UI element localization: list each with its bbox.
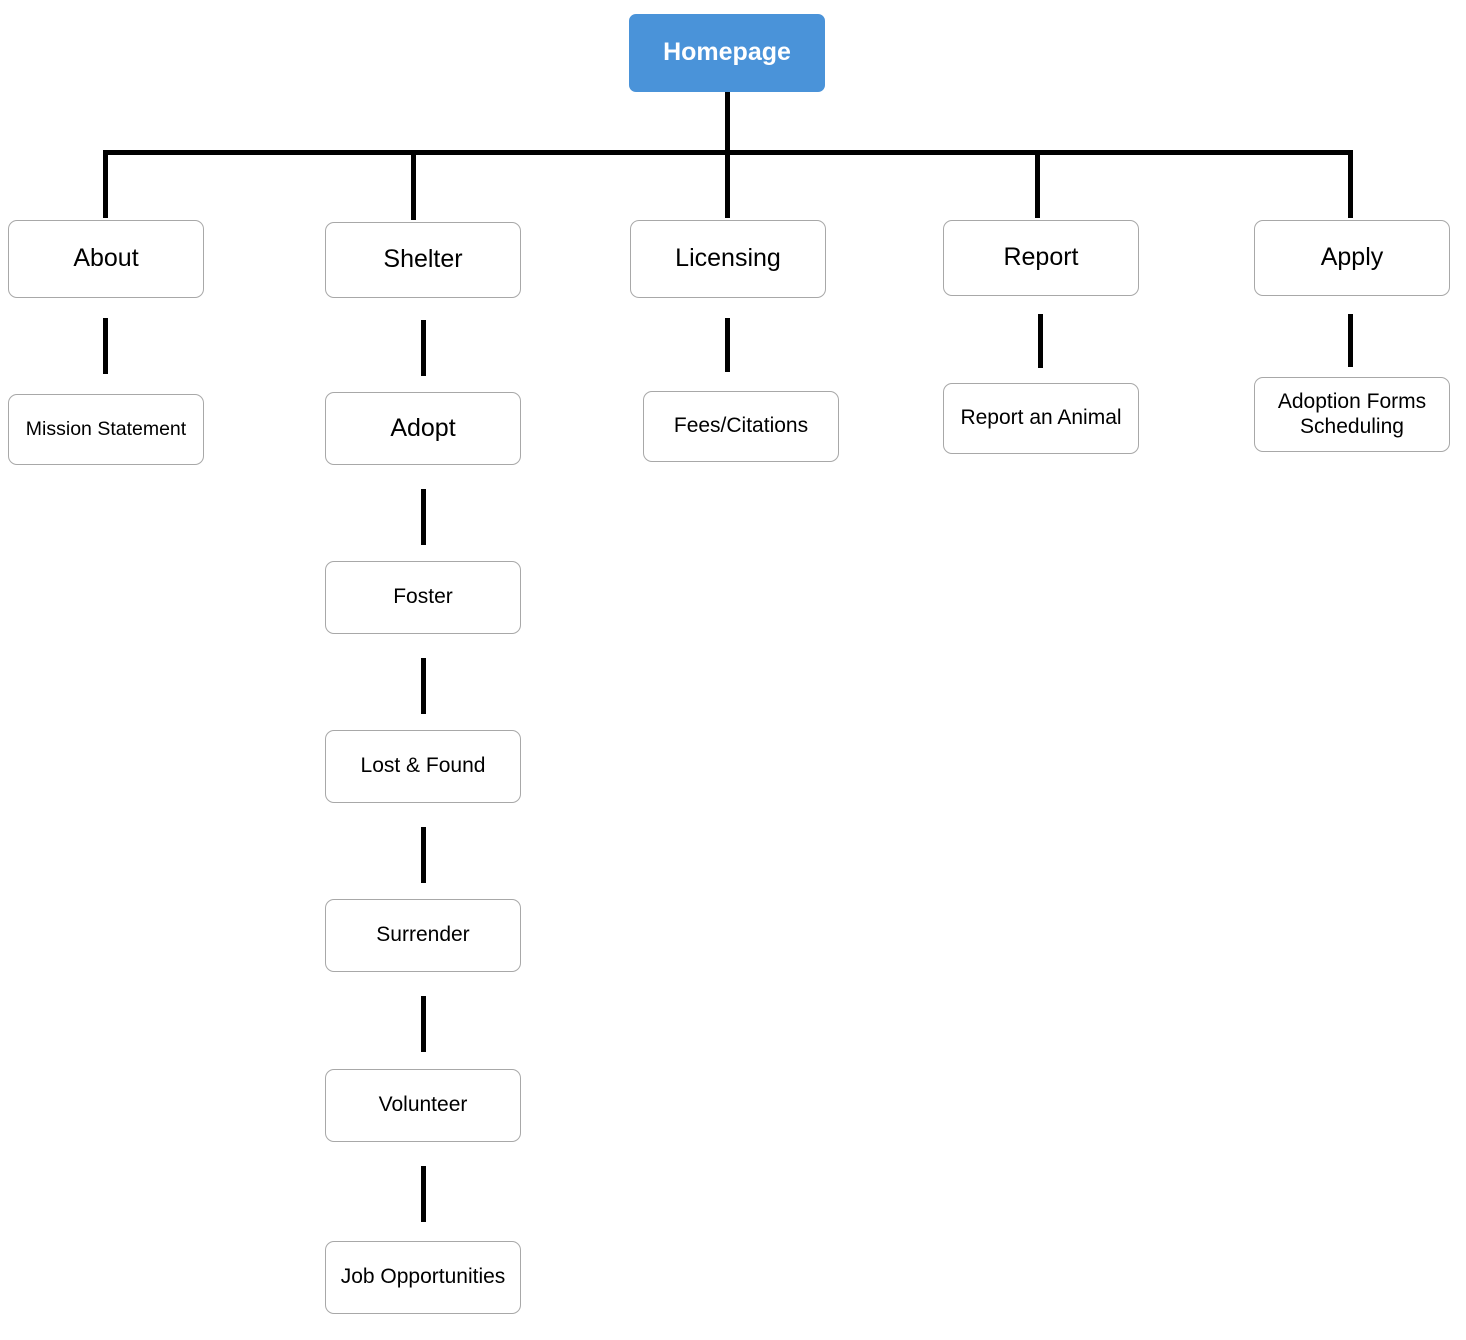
node-adopt-label: Adopt xyxy=(390,413,456,442)
connector-volunteer-to-job-opportunities xyxy=(421,1166,426,1222)
node-mission-statement-label: Mission Statement xyxy=(25,418,187,440)
node-about[interactable]: About xyxy=(8,220,204,298)
node-foster[interactable]: Foster xyxy=(325,561,521,634)
node-volunteer-label: Volunteer xyxy=(378,1093,468,1117)
connector-bus-drop-shelter xyxy=(411,150,416,220)
node-fees-citations[interactable]: Fees/Citations xyxy=(643,391,839,462)
node-licensing-label: Licensing xyxy=(675,244,781,273)
node-adoption-forms-scheduling[interactable]: Adoption Forms Scheduling xyxy=(1254,377,1450,452)
connector-root-stem xyxy=(725,90,730,152)
connector-about-to-mission-statement xyxy=(103,318,108,374)
node-job-opportunities-label: Job Opportunities xyxy=(340,1265,506,1289)
node-licensing[interactable]: Licensing xyxy=(630,220,826,298)
connector-bus-drop-apply xyxy=(1348,150,1353,218)
node-fees-citations-label: Fees/Citations xyxy=(673,414,809,438)
node-job-opportunities[interactable]: Job Opportunities xyxy=(325,1241,521,1314)
connector-bus-drop-about xyxy=(103,150,108,218)
connector-bus-drop-licensing xyxy=(725,150,730,218)
node-surrender[interactable]: Surrender xyxy=(325,899,521,972)
node-homepage-label: Homepage xyxy=(663,38,791,67)
connector-licensing-to-fees-citations xyxy=(725,318,730,372)
node-volunteer[interactable]: Volunteer xyxy=(325,1069,521,1142)
node-mission-statement[interactable]: Mission Statement xyxy=(8,394,204,465)
connector-report-to-report-an-animal xyxy=(1038,314,1043,368)
node-lost-and-found-label: Lost & Found xyxy=(360,754,486,778)
connector-shelter-to-adopt xyxy=(421,320,426,376)
node-apply[interactable]: Apply xyxy=(1254,220,1450,296)
node-about-label: About xyxy=(73,244,139,273)
connector-foster-to-lost-and-found xyxy=(421,658,426,714)
connector-apply-to-adoption-forms xyxy=(1348,314,1353,367)
node-foster-label: Foster xyxy=(393,585,453,609)
connector-adopt-to-foster xyxy=(421,489,426,545)
node-adoption-forms-scheduling-label: Adoption Forms Scheduling xyxy=(1277,389,1427,438)
node-adopt[interactable]: Adopt xyxy=(325,392,521,465)
node-homepage[interactable]: Homepage xyxy=(629,14,825,92)
node-shelter-label: Shelter xyxy=(383,245,463,274)
node-lost-and-found[interactable]: Lost & Found xyxy=(325,730,521,803)
connector-bus-drop-report xyxy=(1035,150,1040,218)
connector-lost-and-found-to-surrender xyxy=(421,827,426,883)
node-surrender-label: Surrender xyxy=(376,923,470,947)
node-report[interactable]: Report xyxy=(943,220,1139,296)
node-apply-label: Apply xyxy=(1320,243,1384,272)
node-report-an-animal[interactable]: Report an Animal xyxy=(943,383,1139,454)
node-report-an-animal-label: Report an Animal xyxy=(960,406,1122,430)
node-report-label: Report xyxy=(1003,243,1079,272)
connector-surrender-to-volunteer xyxy=(421,996,426,1052)
node-shelter[interactable]: Shelter xyxy=(325,222,521,298)
